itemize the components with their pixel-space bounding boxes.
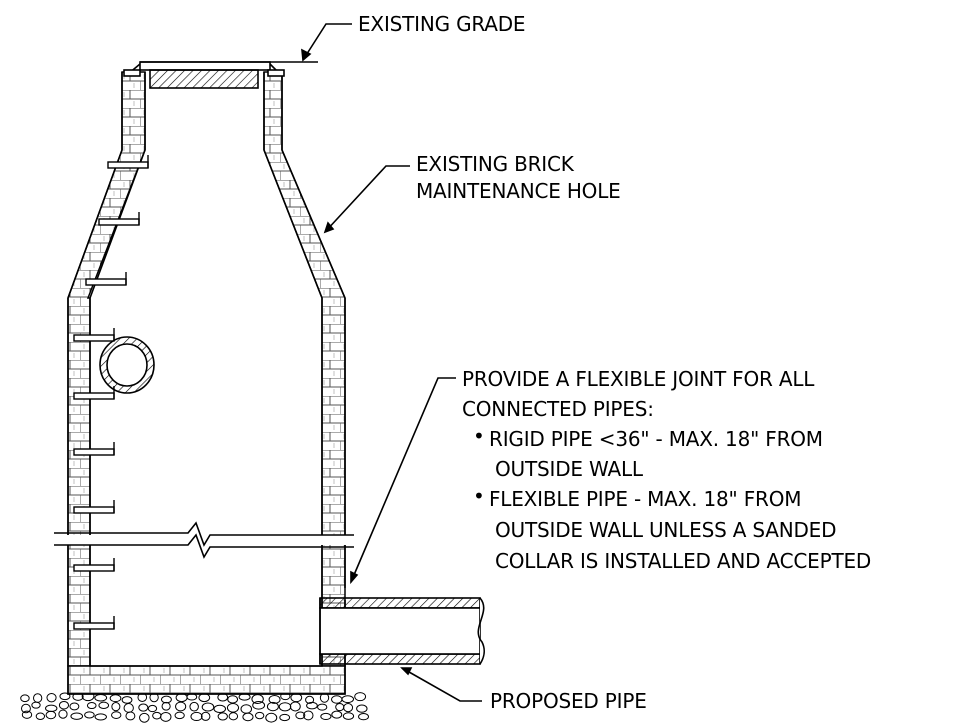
gravel-stone: [31, 701, 41, 709]
ladder-rung: [73, 558, 115, 572]
gravel-stone: [111, 702, 121, 712]
existing-grade-label: EXISTING GRADE: [358, 12, 526, 36]
frame-and-cover: [123, 61, 285, 89]
gravel-stone: [200, 711, 211, 721]
gravel-stone: [252, 700, 266, 710]
gravel-stone: [341, 695, 355, 704]
gravel-stone: [266, 701, 279, 712]
flexible-pipe-line-3: COLLAR IS INSTALLED AND ACCEPTED: [495, 549, 872, 573]
ladder-rung: [73, 500, 115, 514]
grade-leader: [302, 23, 352, 61]
gravel-stone: [226, 702, 240, 713]
flexible-joint-label: PROVIDE A FLEXIBLE JOINT FOR ALL: [462, 367, 815, 391]
gravel-stone: [306, 701, 318, 710]
gravel-stone: [190, 711, 203, 722]
gravel-stone: [94, 713, 107, 721]
gravel-stone: [21, 703, 31, 714]
gravel-stone: [342, 712, 355, 720]
bullet-rigid: •: [473, 424, 485, 448]
leaders: [301, 23, 482, 702]
existing-pipe-opening: [99, 336, 155, 394]
flexible-pipe-line-2: OUTSIDE WALL UNLESS A SANDED: [495, 518, 837, 542]
gravel-stone: [356, 704, 368, 713]
gravel-stone: [303, 710, 314, 721]
gravel-stone: [160, 711, 172, 722]
gravel-stone: [84, 711, 95, 719]
ladder-rung: [73, 616, 115, 630]
gravel-stone: [70, 712, 84, 720]
proposed-pipe-label: PROPOSED PIPE: [490, 689, 647, 713]
break-line: [54, 521, 354, 559]
rigid-pipe-line-1: RIGID PIPE <36" - MAX. 18" FROM: [489, 427, 823, 451]
gravel-stone: [160, 695, 172, 704]
ladder-rung: [107, 155, 149, 169]
rigid-pipe-line-2: OUTSIDE WALL: [495, 457, 643, 481]
flexible-pipe-line-1: FLEXIBLE PIPE - MAX. 18" FROM: [489, 487, 802, 511]
gravel-stone: [358, 713, 370, 721]
bullet-flexible: •: [473, 484, 485, 508]
gravel-stone: [354, 692, 367, 702]
gravel-stone: [254, 711, 265, 720]
gravel-stone: [139, 712, 150, 723]
gravel-stone: [174, 711, 185, 720]
gravel-stone: [175, 701, 187, 712]
ladder-rung: [73, 328, 115, 342]
gravel-stone: [320, 712, 332, 721]
gravel-stone: [111, 711, 122, 719]
gravel-stone: [242, 712, 254, 722]
gravel-stone: [295, 711, 306, 720]
gravel-stone: [213, 704, 227, 713]
brick-leader: [324, 165, 410, 233]
gravel-stone: [289, 701, 301, 712]
right-wall: [263, 71, 346, 667]
existing-brick-label: EXISTING BRICK: [416, 152, 574, 176]
gravel-stone: [138, 703, 149, 712]
ladder-rung: [85, 272, 127, 286]
gravel-stone: [228, 712, 239, 721]
gravel-stone: [317, 703, 328, 711]
ladder-rung: [73, 442, 115, 456]
floor-slab: [67, 665, 346, 695]
gravel-stone: [201, 702, 215, 712]
ladder-rung: [98, 212, 140, 226]
gravel-stone: [98, 701, 110, 710]
gravel-stone: [58, 709, 68, 719]
gravel-stone: [279, 713, 291, 722]
gravel-stone: [125, 711, 136, 721]
gravel-stone: [147, 704, 158, 713]
gravel-stone: [343, 703, 354, 713]
gravel-stone: [20, 694, 30, 703]
ladder-rungs: [73, 155, 149, 630]
gravel-stone: [268, 694, 281, 704]
gravel-stone: [305, 695, 315, 704]
gravel-stone: [35, 712, 46, 721]
gravel-stone: [121, 696, 133, 704]
gravel-stone: [58, 700, 70, 710]
maintenance-hole-label: MAINTENANCE HOLE: [416, 179, 621, 203]
gravel-stone: [265, 712, 278, 723]
gravel-stone: [59, 692, 71, 701]
gravel-stone: [189, 701, 199, 712]
proposed-pipe: [319, 597, 485, 665]
joint-leader: [350, 377, 456, 583]
gravel-stone: [86, 702, 97, 710]
gravel-stone: [161, 701, 171, 711]
gravel-stone: [217, 712, 228, 721]
gravel-stone: [331, 710, 343, 719]
pipe-leader: [401, 667, 482, 702]
gravel-stone: [46, 692, 57, 703]
connected-pipes-label: CONNECTED PIPES:: [462, 397, 654, 421]
gravel-stone: [21, 710, 33, 719]
gravel-base: [18, 690, 373, 725]
gravel-stone: [69, 702, 80, 711]
gravel-stone: [45, 710, 57, 720]
